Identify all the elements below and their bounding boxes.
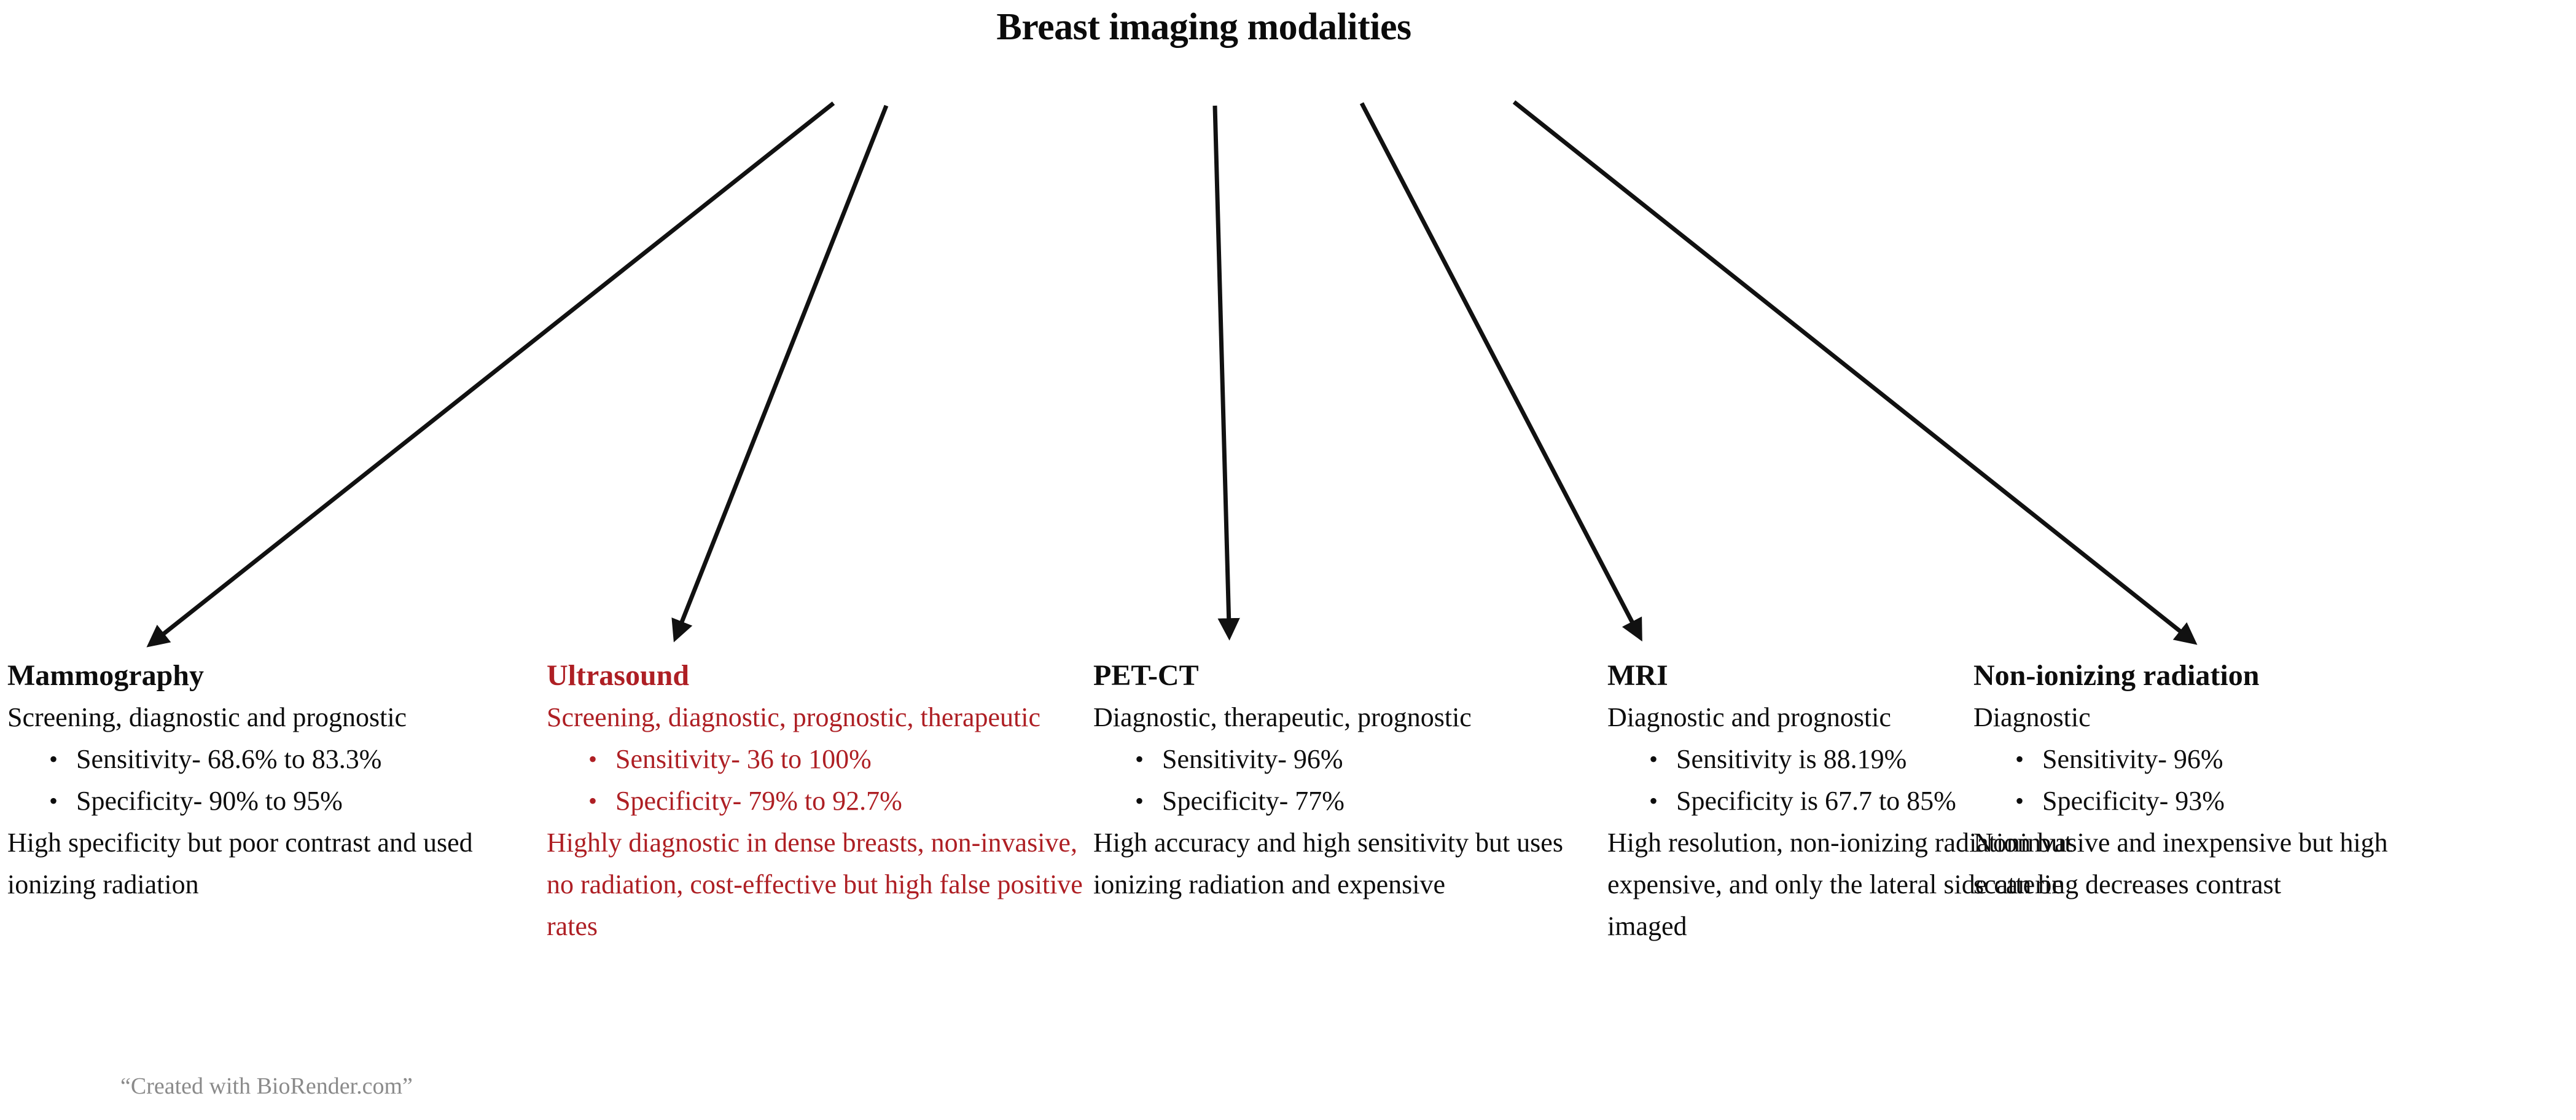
modality-column-mri: MRI Diagnostic and prognostic • Sensitivi… (1607, 657, 2099, 947)
bullet-icon: • (49, 745, 58, 773)
metric-text: Specificity- 77% (1162, 786, 1345, 816)
list-item: • Sensitivity is 88.19% (1649, 738, 2099, 780)
modality-uses: Diagnostic, therapeutic, prognostic (1093, 702, 1472, 732)
modality-metric-list: • Sensitivity- 96% • Specificity- 77% (1093, 738, 1579, 822)
modality-heading: Ultrasound (547, 659, 690, 692)
list-item: • Specificity is 67.7 to 85% (1649, 780, 2099, 822)
arrow-to-nonionizing (1512, 100, 2198, 645)
modality-uses: Diagnostic (1973, 702, 2091, 732)
metric-text: Sensitivity- 96% (2042, 744, 2223, 774)
list-item: • Specificity- 77% (1135, 780, 1579, 822)
bullet-icon: • (49, 787, 58, 815)
bullet-icon: • (1135, 745, 1144, 773)
metric-text: Sensitivity- 68.6% to 83.3% (76, 744, 382, 774)
modality-summary: High resolution, non-ionizing radiation … (1607, 828, 2072, 941)
list-item: • Sensitivity- 68.6% to 83.3% (49, 738, 523, 780)
list-item: • Sensitivity- 96% (1135, 738, 1579, 780)
bullet-icon: • (1649, 787, 1658, 815)
modality-heading: Non-ionizing radiation (1973, 659, 2260, 692)
bullet-icon: • (2015, 745, 2024, 773)
modality-column-nonionizing-radiation: Non-ionizing radiation Diagnostic • Sensi… (1973, 657, 2465, 906)
arrow-to-ultrasound (671, 104, 889, 643)
metric-text: Sensitivity is 88.19% (1676, 744, 1907, 774)
bullet-icon: • (1135, 787, 1144, 815)
modality-metric-list: • Sensitivity- 36 to 100% • Specificity- 7… (547, 738, 1087, 822)
metric-text: Specificity- 93% (2042, 786, 2225, 816)
metric-text: Sensitivity- 96% (1162, 744, 1343, 774)
modality-summary: Highly diagnostic in dense breasts, non-… (547, 828, 1083, 941)
modality-summary: Noninvasive and inexpensive but high sca… (1973, 828, 2388, 899)
list-item: • Specificity- 93% (2015, 780, 2465, 822)
modality-column-ultrasound: Ultrasound Screening, diagnostic, progno… (547, 657, 1087, 947)
modality-metric-list: • Sensitivity is 88.19% • Specificity is 6… (1607, 738, 2099, 822)
list-item: • Specificity- 79% to 92.7% (588, 780, 1087, 822)
arrow-to-mammography (146, 101, 835, 648)
biorender-credit: “Created with BioRender.com” (120, 1073, 413, 1099)
bullet-icon: • (588, 787, 598, 815)
modality-uses: Screening, diagnostic, prognostic, thera… (547, 702, 1040, 732)
modality-metric-list: • Sensitivity- 68.6% to 83.3% • Specificit… (7, 738, 523, 822)
modality-metric-list: • Sensitivity- 96% • Specificity- 93% (1973, 738, 2465, 822)
metric-text: Specificity- 79% to 92.7% (615, 786, 902, 816)
modality-heading: MRI (1607, 659, 1668, 692)
metric-text: Specificity is 67.7 to 85% (1676, 786, 1956, 816)
page-title: Breast imaging modalities (996, 6, 1411, 48)
list-item: • Sensitivity- 96% (2015, 738, 2465, 780)
bullet-icon: • (588, 745, 598, 773)
list-item: • Sensitivity- 36 to 100% (588, 738, 1087, 780)
modality-column-mammography: Mammography Screening, diagnostic and pr… (7, 657, 523, 906)
modality-column-petct: PET-CT Diagnostic, therapeutic, prognost… (1093, 657, 1579, 906)
metric-text: Specificity- 90% to 95% (76, 786, 343, 816)
metric-text: Sensitivity- 36 to 100% (615, 744, 872, 774)
arrow-to-petct (1212, 105, 1240, 641)
arrow-to-mri (1359, 102, 1642, 642)
modality-summary: High accuracy and high sensitivity but u… (1093, 828, 1563, 899)
modality-summary: High specificity but poor contrast and u… (7, 828, 473, 899)
modality-heading: Mammography (7, 659, 204, 692)
modality-uses: Diagnostic and prognostic (1607, 702, 1891, 732)
bullet-icon: • (1649, 745, 1658, 773)
bullet-icon: • (2015, 787, 2024, 815)
modality-heading: PET-CT (1093, 659, 1199, 692)
modality-uses: Screening, diagnostic and prognostic (7, 702, 407, 732)
list-item: • Specificity- 90% to 95% (49, 780, 523, 822)
